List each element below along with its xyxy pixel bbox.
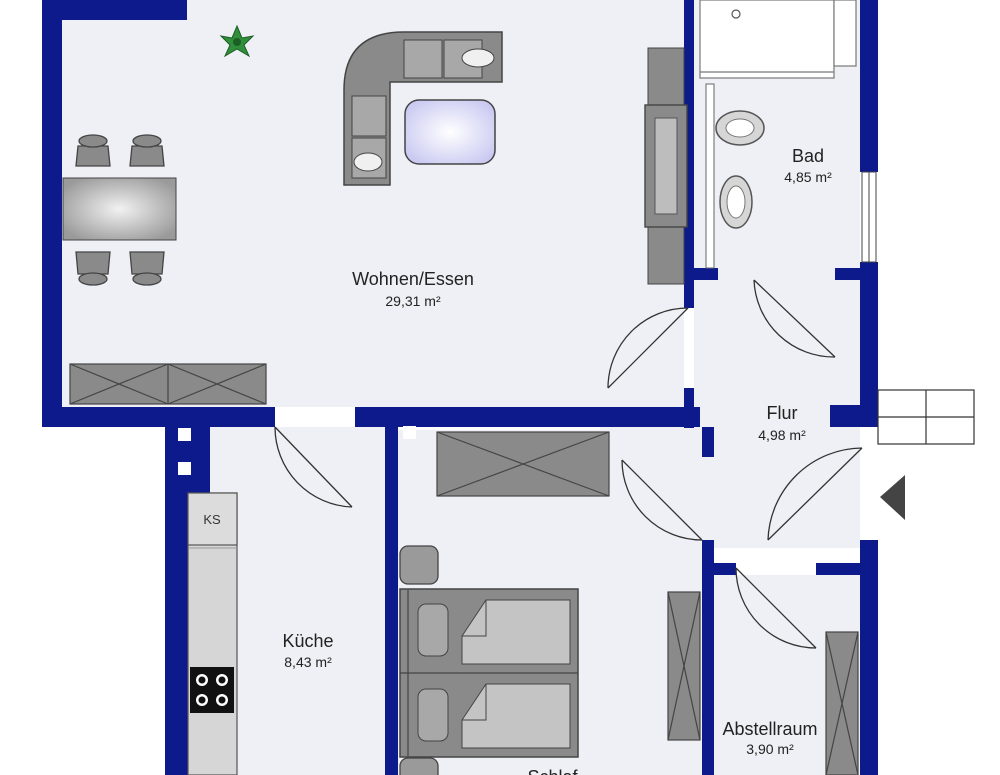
wall-flur-right-lower <box>860 540 878 775</box>
entrance-arrow-icon <box>880 475 905 520</box>
pillars <box>178 426 416 475</box>
doors <box>274 279 863 649</box>
room-name-flur: Flur <box>767 403 798 423</box>
door-kitchen <box>274 426 353 508</box>
door-living-flur <box>607 307 689 389</box>
door-abstell <box>735 567 817 649</box>
wall-kitchen-right <box>385 427 398 775</box>
floor-kueche <box>210 427 385 775</box>
room-area-bad: 4,85 m² <box>784 169 832 185</box>
wall-bath-bottom-right <box>835 268 860 280</box>
wall-bath-right <box>860 0 878 172</box>
pillar-2 <box>178 462 191 475</box>
room-name-schlaf: Schlaf... <box>527 767 592 775</box>
blanket-bottom <box>461 683 571 749</box>
bath-fixtures <box>705 83 765 269</box>
wall-living-right-stub <box>684 388 694 428</box>
wall-schlaf-right <box>702 427 714 457</box>
room-name-bad: Bad <box>792 146 824 166</box>
wall-left <box>42 0 62 427</box>
nightstand-top <box>399 545 439 585</box>
door-schlaf <box>621 459 703 541</box>
bedroom-side-cabinet <box>667 591 701 741</box>
blanket-top <box>461 599 571 665</box>
wall-living-bottom-left <box>42 407 275 427</box>
tv-unit <box>644 47 688 285</box>
pillar-3 <box>403 426 416 439</box>
room-name-wohnen: Wohnen/Essen <box>352 269 474 289</box>
windows <box>861 171 877 263</box>
dining-set <box>62 134 177 286</box>
room-labels: Wohnen/Essen 29,31 m² Bad 4,85 m² Flur 4… <box>282 146 832 775</box>
pillow-top <box>417 603 449 657</box>
room-area-kueche: 8,43 m² <box>284 654 332 670</box>
wall-living-right-top <box>684 0 694 308</box>
wall-bath-bottom-left <box>694 268 718 280</box>
dining-chairs <box>75 134 165 286</box>
pillar-1 <box>178 428 191 441</box>
wall-abstell-top-right <box>816 563 878 575</box>
entrance-steps <box>877 389 975 445</box>
room-area-wohnen: 29,31 m² <box>385 293 441 309</box>
dining-table <box>62 177 177 241</box>
room-name-abstell: Abstellraum <box>722 719 817 739</box>
wall-abstell-top-left <box>702 563 736 575</box>
wall-top-left-h <box>42 0 187 20</box>
wall-flur-right-mid <box>830 405 878 427</box>
room-area-flur: 4,98 m² <box>758 427 806 443</box>
fridge <box>187 492 238 546</box>
wall-bath-right-lower <box>860 262 878 412</box>
room-area-abstell: 3,90 m² <box>746 741 794 757</box>
bath-wall-panel <box>705 83 715 269</box>
fridge-label: KS <box>203 512 221 527</box>
double-bed <box>399 545 579 775</box>
stove-icon <box>190 667 234 713</box>
room-name-kueche: Küche <box>282 631 333 651</box>
walls <box>42 0 878 775</box>
nightstand-bottom <box>399 757 439 775</box>
shower-shelf <box>833 0 857 67</box>
storage-shelf <box>825 631 859 775</box>
bedroom-wardrobe <box>436 431 610 497</box>
shower <box>699 0 857 79</box>
pillow-bottom <box>417 688 449 742</box>
plant-icon <box>219 24 255 58</box>
living-sideboard <box>69 363 267 405</box>
wall-schlaf-right-lower <box>702 540 714 775</box>
door-entrance <box>767 447 863 541</box>
coffee-table-rug <box>404 99 496 165</box>
wall-living-bottom-right <box>355 407 700 427</box>
kitchen-counter: KS <box>187 492 238 775</box>
sofa <box>343 31 503 186</box>
door-bath <box>753 279 836 358</box>
shower-tray <box>699 0 835 79</box>
